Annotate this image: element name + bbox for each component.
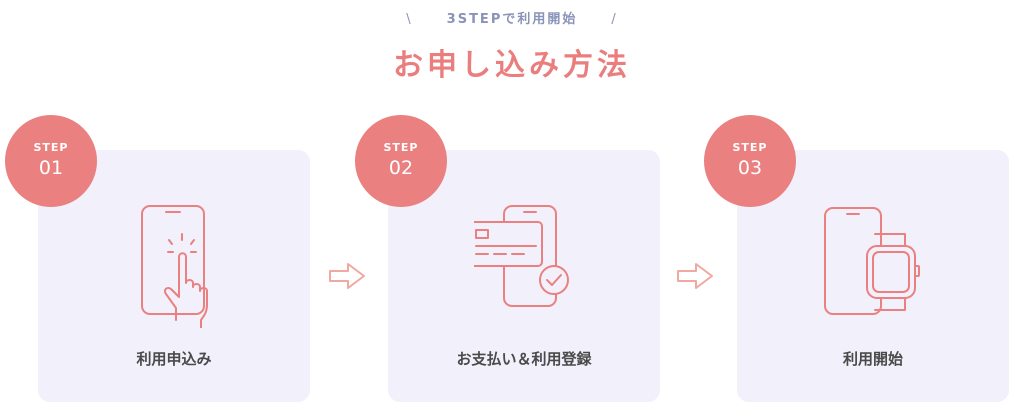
step-badge-2: STEP 02: [355, 115, 447, 207]
step-number: 02: [388, 157, 414, 179]
arrow-right-icon: [329, 263, 365, 289]
phone-smartwatch-icon: [824, 207, 920, 315]
eyebrow-text: 3STEPで利用開始: [446, 12, 578, 27]
step-badge-1: STEP 01: [5, 115, 97, 207]
step-word: STEP: [383, 141, 419, 154]
step-number: 01: [38, 157, 64, 179]
step-label: 利用開始: [842, 350, 903, 368]
step-badge-3: STEP 03: [704, 115, 796, 207]
page-title: お申し込み方法: [393, 48, 631, 83]
step-number: 03: [737, 157, 763, 179]
section-eyebrow: \ 3STEPで利用開始 /: [0, 8, 1024, 27]
arrow-right-icon: [677, 263, 713, 289]
step-label: お支払い＆利用登録: [456, 350, 592, 368]
step-word: STEP: [732, 141, 768, 154]
card-payment-check-icon: [474, 205, 569, 307]
step-label: 利用申込み: [136, 350, 212, 368]
phone-tap-icon: [141, 205, 208, 328]
step-word: STEP: [33, 141, 69, 154]
decorative-slash: /: [611, 12, 618, 27]
decorative-backslash: \: [406, 12, 413, 27]
